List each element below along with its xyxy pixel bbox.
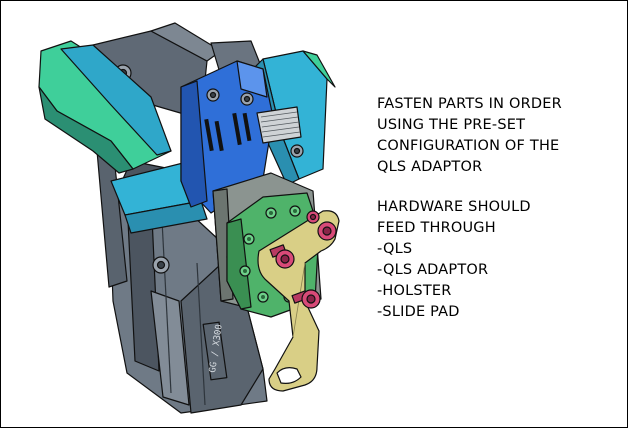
instruction-line: FASTEN PARTS IN ORDER [377,96,562,112]
instruction-line: FEED THROUGH [377,220,496,236]
hardware-item-holster: -HOLSTER [377,283,452,299]
hardware-instructions: HARDWARE SHOULD FEED THROUGH -QLS -QLS A… [377,197,531,323]
holster-hood-left [38,40,208,234]
instruction-line: CONFIGURATION OF THE [377,138,560,154]
retention-hood [180,60,302,214]
screw-middle [317,221,337,241]
instruction-line: QLS ADAPTOR [377,159,483,175]
grip-texture [260,111,301,138]
screws [269,210,337,309]
screw-bottom [291,289,321,309]
hardware-item-qls: -QLS [377,241,413,257]
hardware-item-qls-adaptor: -QLS ADAPTOR [377,262,489,278]
fasten-instructions: FASTEN PARTS IN ORDER USING THE PRE-SET … [377,94,562,178]
screw-upper-right [306,210,320,224]
instruction-line: HARDWARE SHOULD [377,199,531,215]
screw-top [269,244,295,269]
instruction-line: USING THE PRE-SET [377,117,526,133]
hardware-item-slide-pad: -SLIDE PAD [377,304,460,320]
retention-hood-markings [204,112,252,152]
